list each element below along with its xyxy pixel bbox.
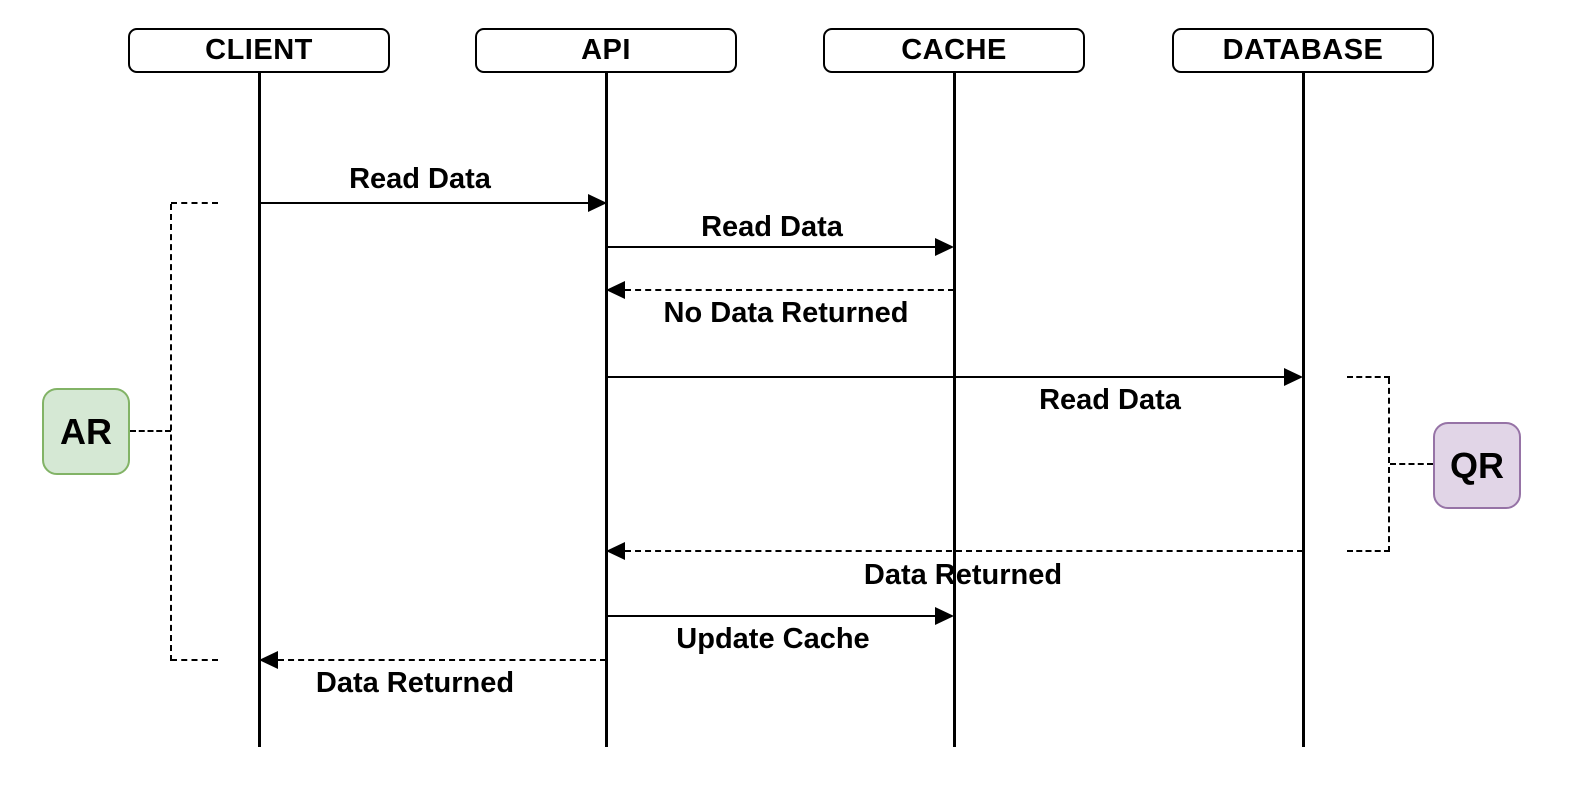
bracket-right-vertical-line [1388,378,1390,552]
arrowhead-left-icon [259,651,278,669]
actor-box-client: CLIENT [128,28,390,73]
message-label: Data Returned [315,667,515,699]
bracket-right-bottom-line [1347,550,1390,552]
bracket-left-bottom-line [171,659,218,661]
message-label: Read Data [701,211,843,243]
arrowhead-left-icon [606,281,625,299]
actor-label-database: DATABASE [1222,34,1384,66]
qr-connector-line [1390,463,1433,465]
message-label: Read Data [1039,384,1181,416]
lifeline-api [605,72,608,747]
lifeline-cache [953,72,956,747]
ar-note-label: AR [60,410,112,452]
message-line [625,289,954,291]
ar-connector-line [130,430,171,432]
actor-box-database: DATABASE [1172,28,1434,73]
qr-note-label: QR [1450,444,1504,486]
bracket-left-top-line [171,202,218,204]
message-line [606,246,936,248]
arrowhead-right-icon [935,607,954,625]
actor-box-api: API [475,28,737,73]
bracket-left-vertical-line [170,204,172,661]
arrowhead-right-icon [588,194,607,212]
lifeline-client [258,72,261,747]
message-line [278,659,606,661]
lifeline-database [1302,72,1305,747]
message-line [606,376,1284,378]
actor-label-api: API [581,34,631,66]
message-label: No Data Returned [663,297,909,329]
arrowhead-left-icon [606,542,625,560]
arrowhead-right-icon [1284,368,1303,386]
bracket-right-top-line [1347,376,1390,378]
message-label: Read Data [349,163,491,195]
message-line [259,202,589,204]
qr-note: QR [1433,422,1521,509]
arrowhead-right-icon [935,238,954,256]
ar-note: AR [42,388,130,475]
actor-label-cache: CACHE [901,34,1007,66]
message-line [606,615,936,617]
message-line [625,550,1303,552]
actor-box-cache: CACHE [823,28,1085,73]
actor-label-client: CLIENT [205,34,313,66]
message-label: Update Cache [676,623,870,655]
message-label: Data Returned [863,559,1063,591]
